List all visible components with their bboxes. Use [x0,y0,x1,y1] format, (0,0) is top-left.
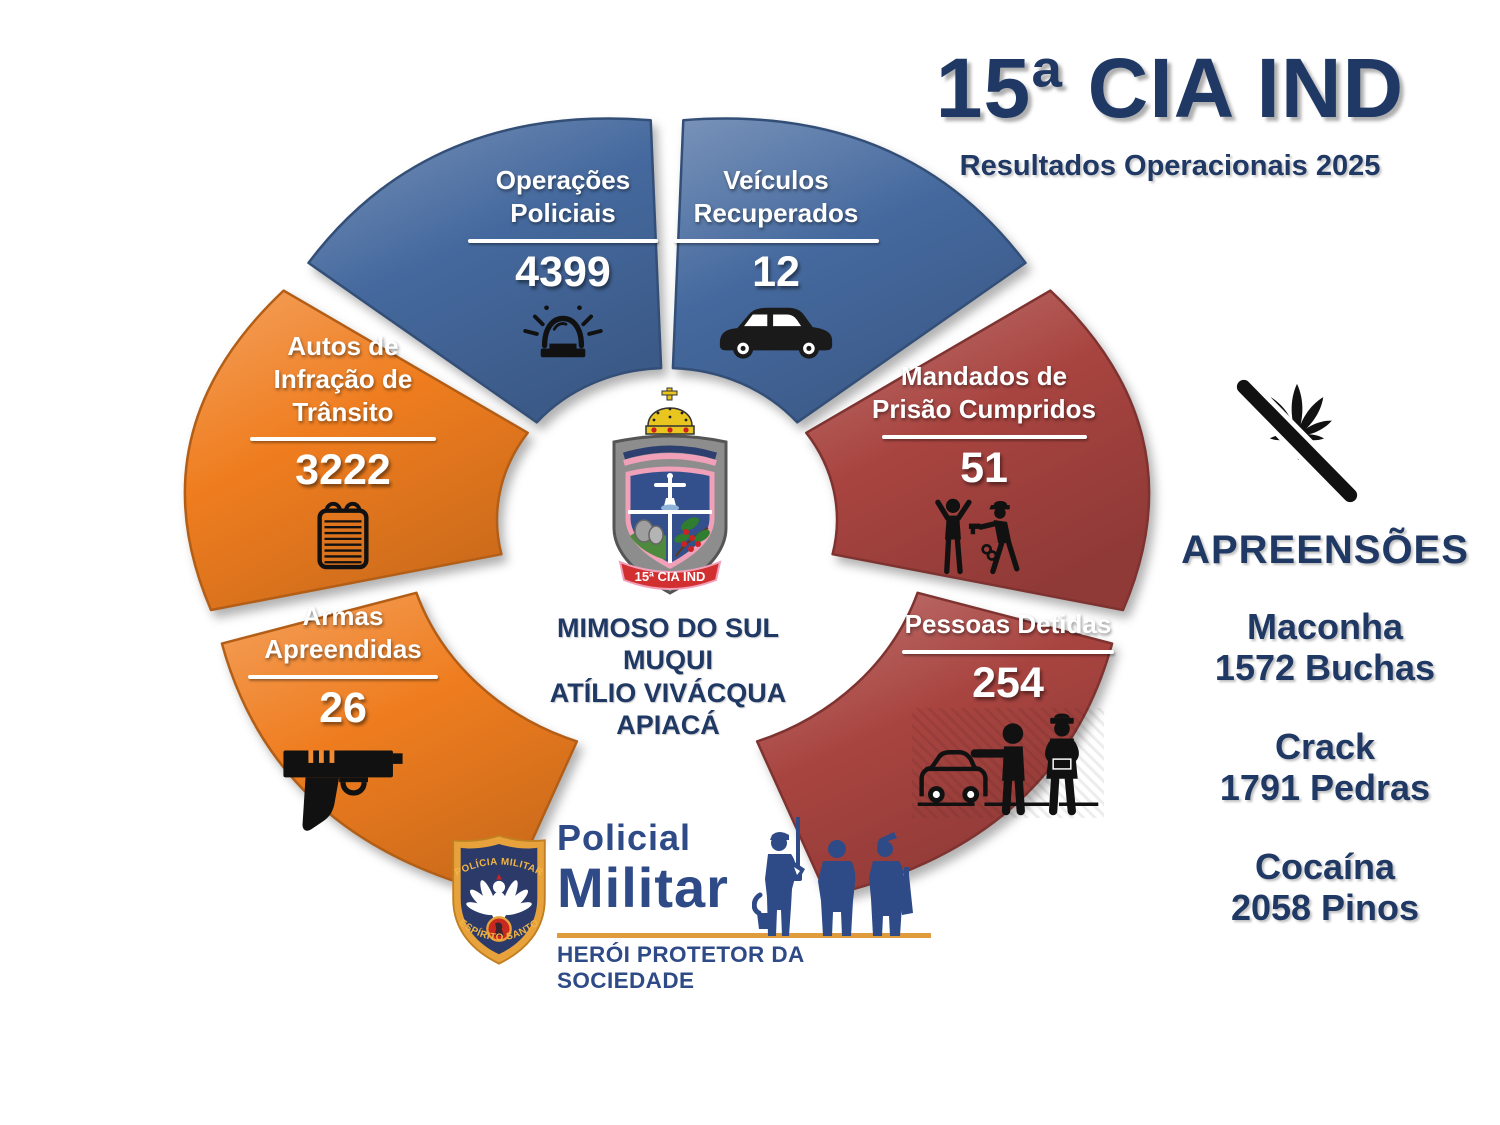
segment-value: 254 [972,658,1044,707]
icon-watermark-hatch [912,707,1104,818]
seizures-heading: APREENSÕES [1181,528,1469,572]
policial-militar-logo: Policial Militar [557,820,729,916]
notepad-icon [317,502,369,570]
arrest-icon [935,498,1020,574]
segment-card-autos-infracao: Autos de Infração de Trânsito 3222 [240,330,446,571]
logo-word-militar: Militar [557,856,729,919]
soldiers-silhouette-icon [752,817,913,936]
municipality: MUQUI [623,645,713,676]
logo-underline [557,933,931,938]
segment-divider [248,674,438,679]
police-badge-icon: POLÍCIA MILITAR ESPÍRITO SANTO [452,834,546,965]
municipality: MIMOSO DO SUL [557,613,779,643]
segment-card-operacoes-policiais: Operações Policiais 4399 [452,164,674,363]
segment-divider [250,437,436,442]
drug-name: Crack [1274,726,1376,767]
car-icon [719,307,833,359]
drug-amount: 1572 Buchas [1214,647,1436,689]
segment-divider [881,434,1087,439]
segment-value: 26 [319,683,367,732]
drug-amount: 1791 Pedras [1219,767,1431,809]
municipalities-list: MIMOSO DO SUL MUQUI ATÍLIO VIVÁCQUA APIA… [518,612,818,742]
segment-label: Armas Apreendidas [264,601,422,664]
segment-value: 4399 [515,247,611,296]
siren-icon [523,304,603,357]
drug-name: Maconha [1246,606,1404,647]
segment-card-pessoas-detidas: Pessoas Detidas 254 [886,608,1130,823]
drug-amount: 2058 Pinos [1230,887,1420,929]
wedge-arrest [805,289,1151,612]
seizure-item-maconha: Maconha 1572 Buchas [1128,606,1500,689]
segment-divider [468,238,658,243]
company-crest-icon: 15ª CIA IND [612,387,728,595]
no-marijuana-icon [1231,374,1363,508]
municipality: APIACÁ [616,710,720,741]
municipality: ATÍLIO VIVÁCQUA [549,677,787,708]
wedge-pistol [220,591,579,898]
segment-value: 12 [752,247,800,296]
seizure-item-crack: Crack 1791 Pedras [1128,726,1500,809]
segment-label: Pessoas Detidas [904,609,1112,639]
traffic-stop-icon [917,713,1099,816]
segment-value: 3222 [295,446,391,495]
segment-value: 51 [960,443,1008,492]
pistol-icon [283,749,403,831]
segment-card-armas-apreendidas: Armas Apreendidas 26 [232,600,454,835]
segment-label: Mandados de Prisão Cumpridos [872,361,1096,424]
page-title: 15ª CIA IND [935,41,1405,135]
segment-card-mandados-prisao: Mandados de Prisão Cumpridos 51 [860,360,1108,575]
seizure-item-cocaina: Cocaína 2058 Pinos [1128,846,1500,929]
segment-card-veiculos-recuperados: Veículos Recuperados 12 [662,164,890,361]
crest-banner-label: 15ª CIA IND [635,569,706,584]
segment-label: Operações Policiais [495,165,631,228]
wedge-notepad [183,289,529,612]
segment-label: Autos de Infração de Trânsito [273,331,413,427]
drug-name: Cocaína [1254,846,1396,887]
page-subtitle: Resultados Operacionais 2025 [959,150,1381,182]
logo-tagline: HERÓI PROTETOR DA SOCIEDADE [557,942,804,993]
segment-label: Veículos Recuperados [693,165,859,228]
segment-divider [673,238,879,243]
logo-word-policial: Policial [557,817,692,858]
segment-divider [902,649,1114,654]
